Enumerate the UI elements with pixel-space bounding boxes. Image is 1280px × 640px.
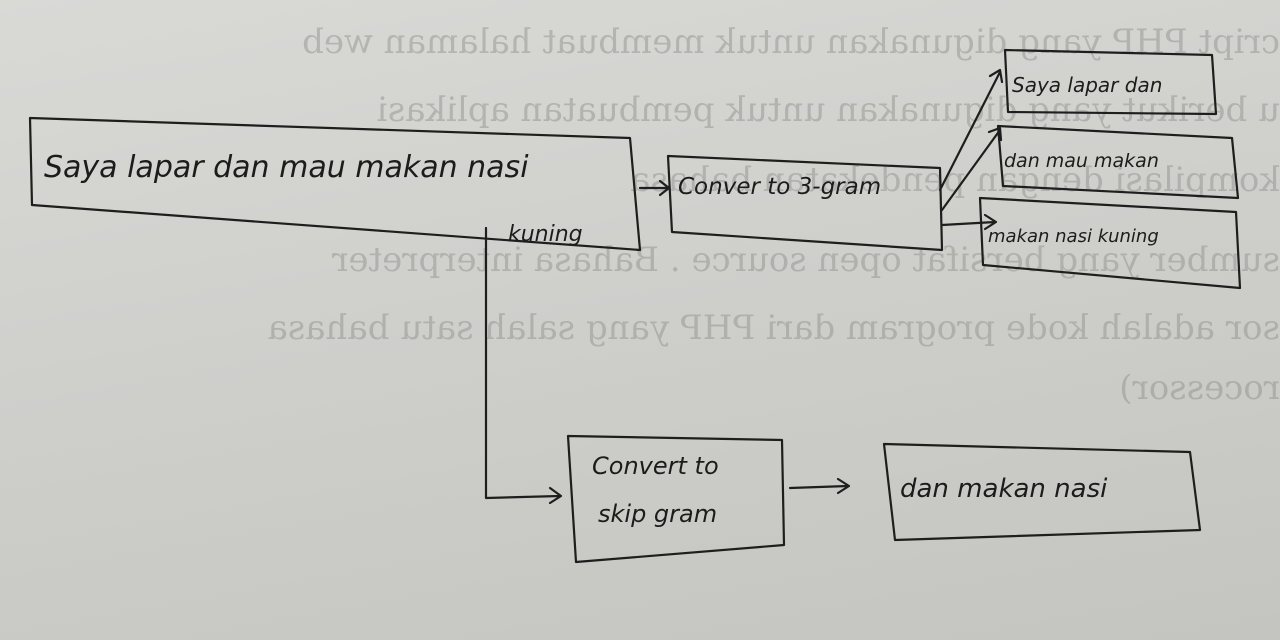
skip-result-box: [882, 442, 1202, 542]
skip-result-label: dan makan nasi: [900, 474, 1108, 504]
gram3-label: makan nasi kuning: [988, 226, 1159, 247]
arrow-skip-to-result: [788, 477, 851, 495]
arrow-to-gram2: [940, 126, 1003, 212]
arrow-input-to-skip: [484, 226, 563, 505]
convert-skip-box: [566, 434, 786, 564]
gram1-label: Saya lapar dan: [1012, 73, 1163, 97]
input-box: [28, 116, 642, 252]
convert-skip-label-line2: skip gram: [598, 500, 718, 528]
convert-3gram-label: Conver to 3-gram: [678, 174, 882, 200]
arrow-input-to-3gram: [638, 179, 671, 197]
gram1-box: [1003, 48, 1218, 116]
input-text-line1: Saya lapar dan mau makan nasi: [44, 150, 529, 185]
gram2-label: dan mau makan: [1004, 150, 1159, 172]
arrow-to-gram1: [938, 68, 1004, 192]
convert-3gram-box: [666, 154, 944, 252]
convert-skip-label-line1: Convert to: [592, 452, 719, 480]
gram2-box: [996, 124, 1240, 200]
gram3-box: [978, 196, 1242, 290]
arrow-to-gram3: [940, 213, 998, 231]
input-text-line2: kuning: [508, 222, 583, 247]
